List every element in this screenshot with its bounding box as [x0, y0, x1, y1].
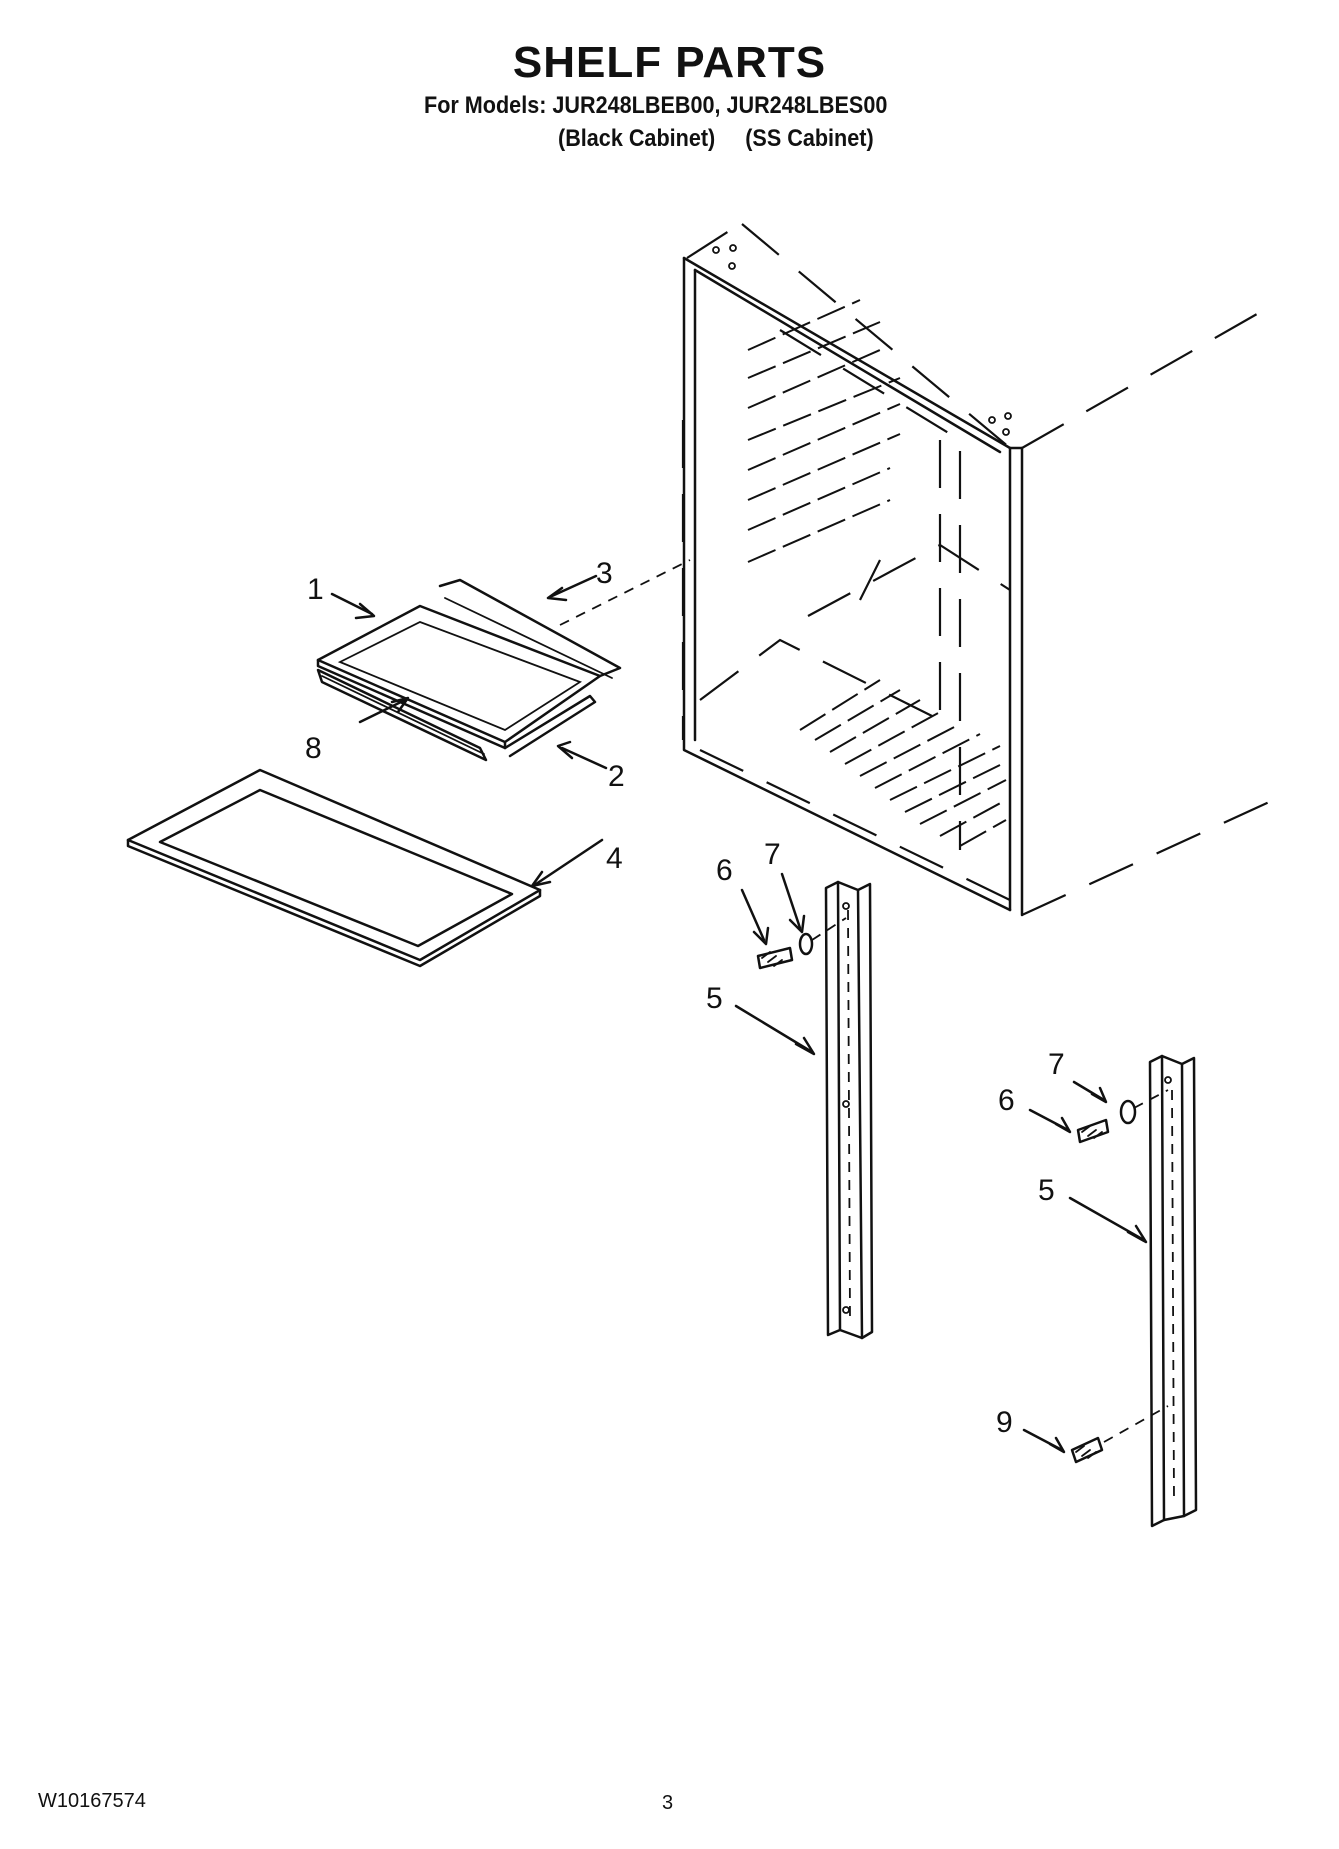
cabinet-ss-label: (SS Cabinet): [745, 125, 874, 152]
callout-6-right: 6: [998, 1084, 1015, 1117]
callout-2: 2: [608, 760, 625, 793]
document-number: W10167574: [38, 1790, 146, 1812]
leader-lines: [330, 574, 1148, 1454]
cabinet-variants: (Black Cabinet) (SS Cabinet): [558, 125, 874, 153]
callout-9: 9: [996, 1406, 1013, 1439]
cabinet-black-label: (Black Cabinet): [558, 125, 716, 152]
glass-shelf: [126, 768, 542, 968]
shelf-assembly: [316, 559, 691, 762]
page-number: 3: [662, 1792, 674, 1814]
callout-1: 1: [307, 573, 324, 606]
callout-6-left: 6: [716, 854, 733, 887]
callout-7-right: 7: [1048, 1048, 1065, 1081]
washer-right: [1119, 1099, 1137, 1125]
page-title: SHELF PARTS: [512, 38, 827, 87]
callout-3: 3: [596, 557, 613, 590]
callout-5-right: 5: [1038, 1174, 1055, 1207]
screw-left: [756, 946, 794, 970]
callout-5-left: 5: [706, 982, 723, 1015]
shelf-rail-right: [1148, 1054, 1198, 1528]
screw-right: [1076, 1118, 1110, 1144]
callout-4: 4: [606, 842, 623, 875]
cabinet-outline: [681, 223, 1279, 917]
vent-grille: [799, 679, 1007, 847]
washer-left: [798, 932, 814, 956]
callout-8: 8: [305, 732, 322, 765]
screw-bottom-right: [1070, 1436, 1104, 1464]
callout-7-left: 7: [764, 838, 781, 871]
shelf-rail-left: [824, 880, 874, 1340]
models-line: For Models: JUR248LBEB00, JUR248LBES00: [424, 92, 888, 119]
